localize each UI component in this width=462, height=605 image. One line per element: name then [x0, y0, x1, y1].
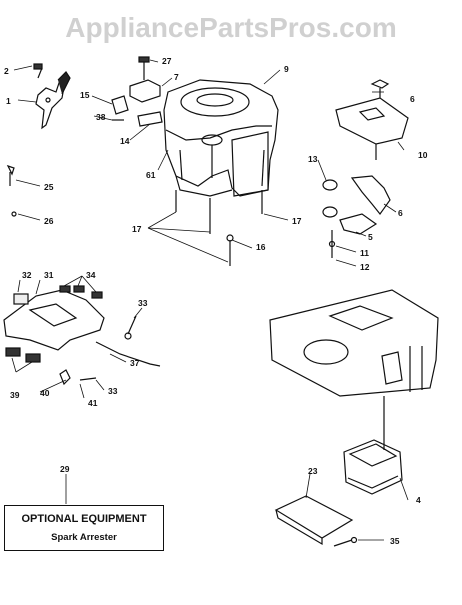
callout-10: 10: [418, 150, 428, 160]
callout-33-upper: 33: [138, 298, 148, 308]
callout-38: 38: [96, 112, 106, 122]
heat-shield: [335, 97, 409, 160]
callout-6-lower: 6: [398, 208, 403, 218]
spark-arrester-plate: [274, 495, 358, 547]
callout-39: 39: [10, 390, 20, 400]
callout-12: 12: [360, 262, 370, 272]
exhaust-pipes: [322, 175, 391, 258]
callout-33-lower: 33: [108, 386, 118, 396]
callout-40: 40: [40, 388, 50, 398]
callout-35: 35: [390, 536, 400, 546]
optional-equipment-title: OPTIONAL EQUIPMENT: [21, 513, 147, 525]
knob-part: [370, 79, 390, 98]
callout-1: 1: [6, 96, 11, 106]
callout-37: 37: [130, 358, 140, 368]
muffler: [343, 439, 403, 495]
callout-13: 13: [308, 154, 318, 164]
throttle-bracket: [33, 63, 71, 130]
callout-17-right: 17: [292, 216, 302, 226]
spark-arrester-label: Spark Arrester: [51, 532, 117, 543]
callout-26: 26: [44, 216, 54, 226]
optional-equipment-box: OPTIONAL EQUIPMENT Spark Arrester: [4, 505, 164, 551]
callout-61: 61: [146, 170, 156, 180]
callout-17-left: 17: [132, 224, 142, 234]
fuel-fitting: [111, 95, 163, 127]
callout-31: 31: [44, 270, 54, 280]
callout-6-upper: 6: [410, 94, 415, 104]
callout-41: 41: [88, 398, 98, 408]
callout-4: 4: [416, 495, 421, 505]
callout-27: 27: [162, 56, 172, 66]
callout-5: 5: [368, 232, 373, 242]
callout-34: 34: [86, 270, 96, 280]
callout-14: 14: [120, 136, 130, 146]
connector-part: [129, 56, 161, 103]
engine-bolts: [175, 190, 263, 266]
callout-15: 15: [80, 90, 90, 100]
callout-16: 16: [256, 242, 266, 252]
screws: [6, 164, 17, 217]
engine: [163, 79, 279, 197]
callout-11: 11: [360, 248, 369, 258]
callout-7: 7: [174, 72, 179, 82]
callout-9: 9: [284, 64, 289, 74]
callout-32: 32: [22, 270, 32, 280]
callout-23: 23: [308, 466, 318, 476]
callout-2: 2: [4, 66, 9, 76]
callout-29: 29: [60, 464, 70, 474]
callout-25: 25: [44, 182, 54, 192]
leader-lines: [11, 59, 409, 541]
control-panel: [3, 285, 161, 386]
chassis-frame: [269, 289, 439, 450]
